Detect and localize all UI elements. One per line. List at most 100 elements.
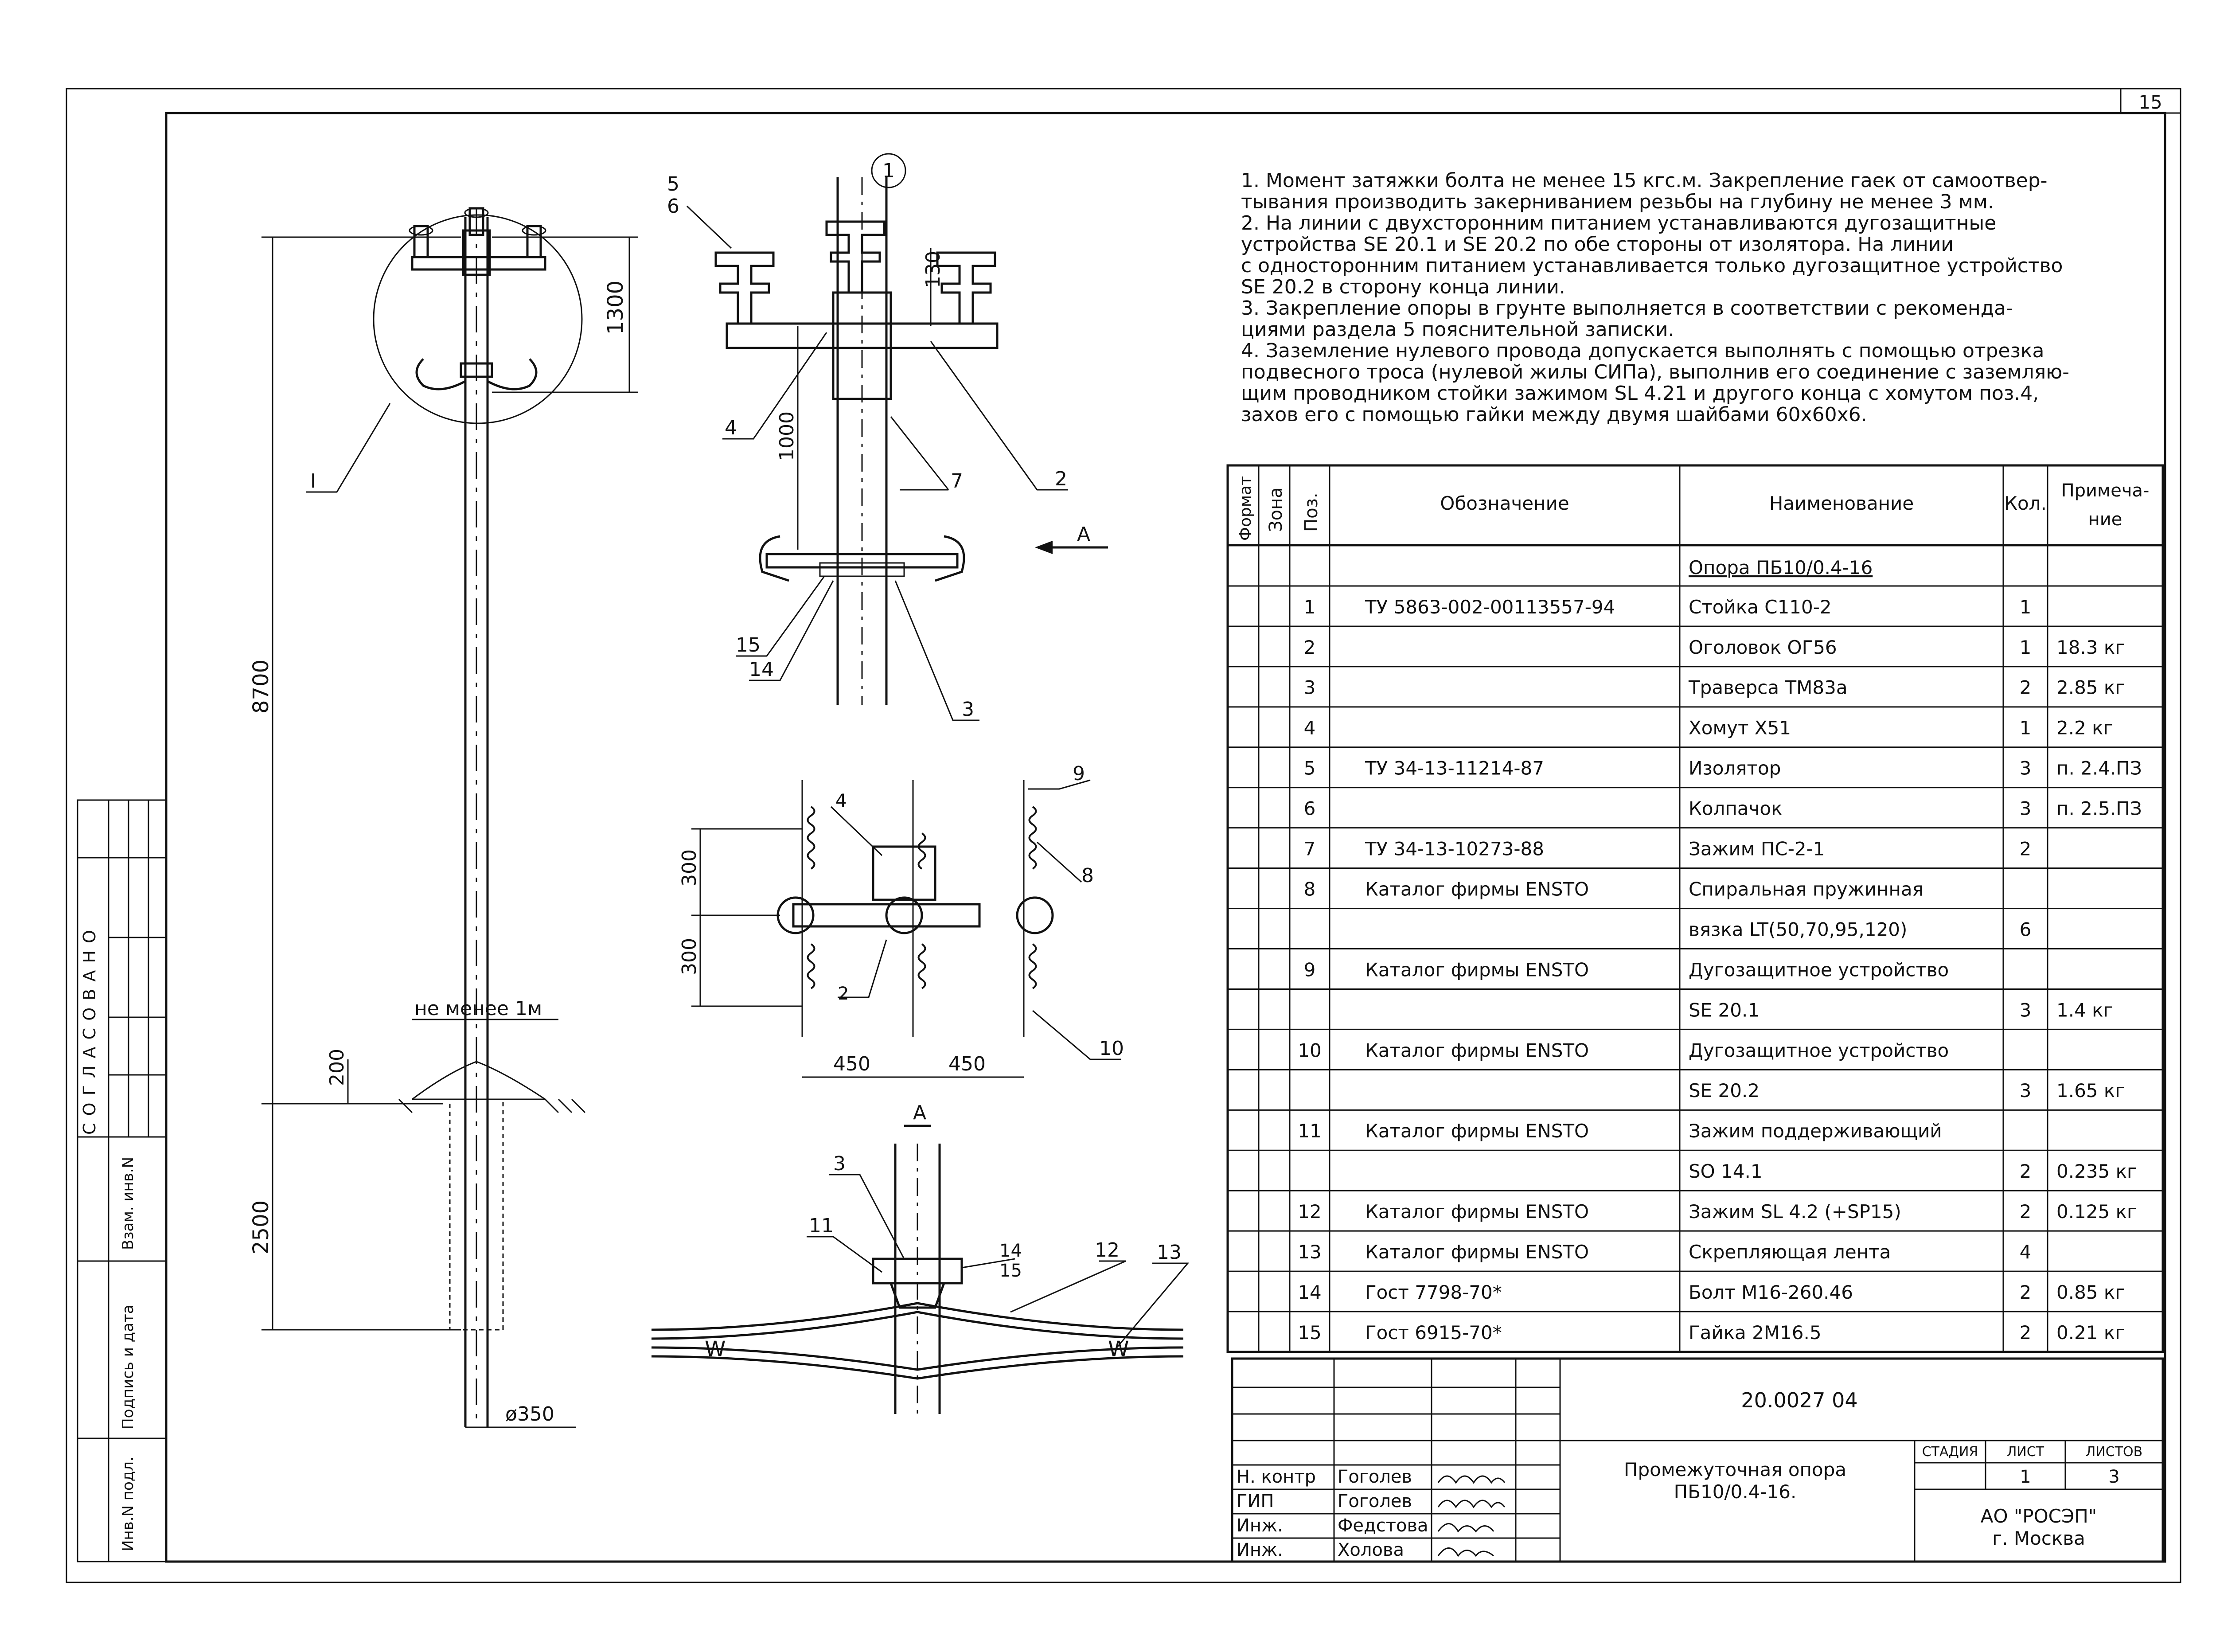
person-1: Гоголев (1338, 1491, 1412, 1511)
role-2: Инж. (1237, 1515, 1283, 1536)
dim-diameter: ø350 (505, 1403, 554, 1425)
side-stamp: С О Г Л А С О В А Н О Взам. инв.N Подпис… (77, 799, 167, 1562)
note-line: захов его с помощью гайки между двумя ша… (1241, 403, 1867, 426)
note-line: подвесного троса (нулевой жилы СИПа), вы… (1241, 361, 2069, 383)
cell-qty: 2 (2020, 1322, 2032, 1343)
th-format: Формат (1237, 476, 1255, 541)
cell-qty: 2 (2020, 677, 2032, 699)
pos-14: 14 (749, 658, 774, 681)
cell-pos: 15 (1298, 1322, 1321, 1343)
cell-note: 0.125 кг (2056, 1201, 2137, 1222)
view-label-I: I (310, 470, 316, 492)
cell-designation: ТУ 34-13-11214-87 (1365, 758, 1544, 779)
cell-name: SO 14.1 (1689, 1160, 1763, 1182)
cell-note: п. 2.5.ПЗ (2056, 798, 2142, 820)
cell-pos: 1 (1304, 596, 1316, 618)
spiral-ties (807, 806, 1037, 989)
th-name: Наименование (1769, 492, 1914, 514)
dim-total-height: 8700 (249, 660, 273, 714)
cell-pos: 4 (1304, 717, 1316, 739)
cell-pos: 14 (1298, 1281, 1321, 1303)
cell-designation: Каталог фирмы ENSTO (1365, 1039, 1589, 1061)
dim-burial: 2500 (249, 1200, 273, 1254)
cell-name: Зажим ПС-2-1 (1689, 838, 1825, 860)
note-line: 2. На линии с двухсторонним питанием уст… (1241, 212, 1996, 234)
sec-pos-14: 14 (999, 1241, 1022, 1261)
cell-name: SE 20.2 (1689, 1080, 1760, 1101)
detail-marker (871, 153, 906, 188)
th-note-1: Примеча- (2061, 480, 2150, 501)
cell-pos: 13 (1298, 1241, 1321, 1263)
cell-qty: 2 (2020, 1201, 2032, 1222)
cell-designation: Каталог фирмы ENSTO (1365, 959, 1589, 980)
cell-pos: 5 (1304, 758, 1316, 779)
dim-min-dist: не менее 1м (414, 997, 542, 1020)
detail-number: 1 (882, 160, 895, 182)
table-title-row: Опора ПБ10/0.4-16 (1689, 557, 1873, 578)
sheets-label: ЛИСТОВ (2086, 1444, 2142, 1460)
stamp-inv-num: Взам. инв.N (119, 1157, 137, 1250)
role-1: ГИП (1237, 1491, 1274, 1511)
cell-qty: 3 (2020, 758, 2032, 779)
cell-designation: Гост 7798-70* (1365, 1281, 1502, 1303)
note-line: 3. Закрепление опоры в грунте выполняетс… (1241, 297, 2013, 320)
note-line: циями раздела 5 пояснительной записки. (1241, 318, 1674, 341)
sec-pos-3: 3 (833, 1152, 846, 1175)
cell-name: Изолятор (1689, 758, 1781, 779)
role-0: Н. контр (1237, 1467, 1316, 1487)
cell-note: 1.65 кг (2056, 1080, 2125, 1101)
role-3: Инж. (1237, 1540, 1283, 1560)
plan-view: 300 300 450 450 4 2 9 8 10 (678, 762, 1124, 1078)
pos-15: 15 (736, 634, 761, 656)
dim-crossarm-offset: 130 (922, 251, 944, 288)
notes-block: 1. Момент затяжки болта не менее 15 кгс.… (1241, 169, 2069, 426)
stamp-sign-date: Подпись и дата (119, 1304, 137, 1429)
wire-bundle (651, 1302, 1184, 1380)
cell-name: Траверса ТМ83а (1688, 677, 1848, 699)
view-circle-I (373, 214, 583, 424)
view-arrow-label: A (1077, 523, 1090, 546)
cell-name: Зажим поддерживающий (1689, 1120, 1942, 1142)
cell-pos: 10 (1298, 1039, 1321, 1061)
th-qty: Кол. (2004, 492, 2047, 514)
pos-4: 4 (725, 417, 737, 439)
pos-2: 2 (1055, 468, 1067, 490)
cell-note: 2.2 кг (2056, 717, 2113, 739)
cell-note: 0.21 кг (2056, 1322, 2125, 1343)
cell-pos: 12 (1298, 1201, 1321, 1222)
cell-pos: 7 (1304, 838, 1316, 860)
title-block: 20.0027 04 Промежуточная опора ПБ10/0.4-… (1231, 1357, 2164, 1563)
cell-designation: ТУ 34-13-10273-88 (1365, 838, 1544, 860)
cell-pos: 2 (1304, 637, 1316, 658)
cell-name: Спиральная пружинная (1689, 878, 1923, 900)
doc-title-2: ПБ10/0.4-16. (1674, 1481, 1797, 1503)
plan-pos-2: 2 (838, 984, 849, 1004)
dim-head-height: 1300 (603, 281, 628, 335)
dim-mound: 200 (326, 1049, 348, 1086)
cell-note: п. 2.4.ПЗ (2056, 758, 2142, 779)
cell-name: Оголовок ОГ56 (1689, 637, 1837, 658)
cell-qty: 4 (2020, 1241, 2032, 1263)
signatures (1437, 1475, 1506, 1557)
dim-plan-300-bottom: 300 (678, 938, 701, 975)
detail-insulators (714, 220, 996, 324)
pos-6: 6 (667, 195, 679, 218)
cell-qty: 2 (2020, 838, 2032, 860)
sheet-number: 15 (2138, 91, 2162, 113)
cell-qty: 1 (2020, 717, 2032, 739)
section-label: A (913, 1101, 926, 1124)
org-line-2: г. Москва (1992, 1527, 2085, 1549)
cell-qty: 6 (2020, 918, 2032, 940)
stamp-agreed: С О Г Л А С О В А Н О (80, 929, 99, 1135)
note-line: устройства SE 20.1 и SE 20.2 по обе стор… (1241, 233, 1954, 256)
cell-name: Дугозащитное устройство (1689, 1039, 1949, 1061)
cell-qty: 2 (2020, 1281, 2032, 1303)
sheet-number-box (2120, 88, 2181, 114)
note-line: с односторонним питанием устанавливается… (1241, 254, 2063, 277)
cell-name: Скрепляющая лента (1689, 1241, 1891, 1263)
plan-pos-4: 4 (835, 791, 847, 811)
person-2: Федстова (1338, 1515, 1428, 1536)
dim-plan-450-left: 450 (833, 1053, 870, 1075)
dim-plan-300-top: 300 (678, 849, 701, 887)
pos-5: 5 (667, 173, 679, 195)
